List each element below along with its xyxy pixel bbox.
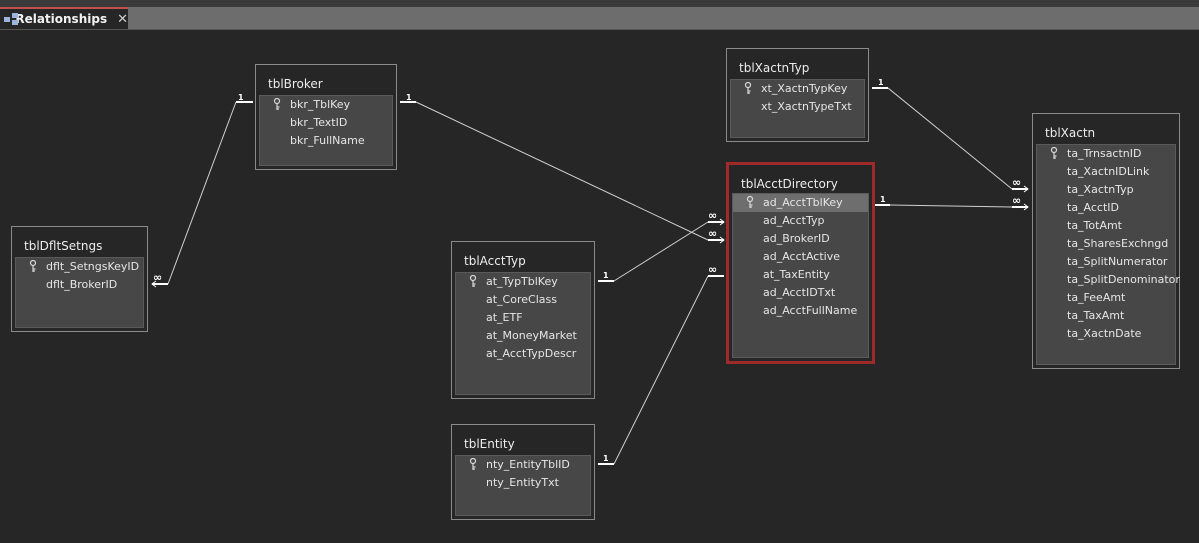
many-label: ∞	[708, 263, 717, 276]
many-label: ∞	[708, 209, 717, 222]
field-list[interactable]: bkr_TblKey bkr_TextID bkr_FullName	[259, 95, 393, 166]
many-label: ∞	[1012, 176, 1021, 189]
many-label: ∞	[153, 271, 162, 284]
one-label: 1	[603, 454, 609, 463]
one-label: 1	[878, 78, 884, 87]
field-primary-key[interactable]: xt_XactnTypKey	[731, 80, 864, 98]
field-item[interactable]: ta_SplitNumerator	[1067, 255, 1168, 268]
tab-relationships[interactable]: Relationships ✕	[0, 7, 128, 29]
relationships-icon	[4, 12, 18, 26]
field-primary-key[interactable]: dflt_SetngsKeyID	[16, 258, 143, 276]
field-item[interactable]: at_TaxEntity	[763, 268, 830, 281]
table-title: tblAcctTyp	[464, 254, 526, 268]
key-icon	[29, 260, 37, 272]
field-item[interactable]: ta_XactnDate	[1067, 327, 1142, 340]
field-item[interactable]: nty_EntityTxt	[486, 476, 559, 489]
field-item[interactable]: ta_SharesExchngd	[1067, 237, 1169, 250]
tab-bar: Relationships ✕	[0, 7, 1199, 30]
one-label: 1	[406, 93, 412, 102]
field-list[interactable]: nty_EntityTblID nty_EntityTxt	[455, 455, 591, 516]
key-icon	[1050, 147, 1058, 159]
field-item[interactable]: ta_TaxAmt	[1067, 309, 1125, 322]
field-item[interactable]: xt_XactnTypeTxt	[761, 100, 852, 113]
table-tblxactn[interactable]: tblXactn ta_TrnsactnID ta_XactnIDLink ta…	[1032, 113, 1180, 369]
field-item[interactable]: ta_FeeAmt	[1067, 291, 1126, 304]
field-item[interactable]: ta_XactnTyp	[1067, 183, 1134, 196]
table-tblacctdirectory[interactable]: tblAcctDirectory ad_AcctTblKey ad_AcctTy…	[726, 162, 875, 364]
field-item[interactable]: ta_SplitDenominator	[1067, 273, 1180, 286]
field-item[interactable]: at_CoreClass	[486, 293, 557, 306]
field-item[interactable]: ad_BrokerID	[763, 232, 830, 245]
field-item[interactable]: ad_AcctFullName	[763, 304, 858, 317]
rel-line-broker-dflt	[167, 101, 237, 285]
key-icon	[273, 98, 281, 110]
close-icon[interactable]: ✕	[117, 11, 128, 27]
one-label: 1	[880, 195, 886, 204]
field-primary-key[interactable]: ad_AcctTblKey	[733, 194, 868, 212]
table-title: tblEntity	[464, 437, 515, 451]
table-tblaccttyp[interactable]: tblAcctTyp at_TypTblKey at_CoreClass at_…	[451, 241, 595, 399]
key-icon	[469, 275, 477, 287]
field-item[interactable]: at_MoneyMarket	[486, 329, 577, 342]
field-primary-key[interactable]: ta_TrnsactnID	[1037, 145, 1175, 163]
table-tbldfltsetngs[interactable]: tblDfltSetngs dflt_SetngsKeyID dflt_Brok…	[11, 226, 148, 332]
field-list[interactable]: dflt_SetngsKeyID dflt_BrokerID	[15, 257, 144, 328]
field-list[interactable]: at_TypTblKey at_CoreClass at_ETF at_Mone…	[455, 272, 591, 395]
field-item[interactable]: ad_AcctTyp	[763, 214, 825, 227]
field-list[interactable]: xt_XactnTypKey xt_XactnTypeTxt	[730, 79, 865, 138]
field-list[interactable]: ta_TrnsactnID ta_XactnIDLink ta_XactnTyp…	[1036, 144, 1180, 365]
key-icon	[744, 82, 752, 94]
many-label: ∞	[1012, 194, 1021, 207]
rel-arrow	[151, 280, 157, 288]
field-item[interactable]: at_ETF	[486, 311, 523, 324]
field-item[interactable]: bkr_TextID	[290, 116, 348, 129]
field-item[interactable]: ad_AcctIDTxt	[763, 286, 836, 299]
key-icon	[469, 458, 477, 470]
table-title: tblXactnTyp	[739, 61, 810, 75]
field-item[interactable]: ta_TotAmt	[1067, 219, 1122, 232]
key-icon	[746, 196, 754, 208]
table-tblxactntyp[interactable]: tblXactnTyp xt_XactnTypKey xt_XactnTypeT…	[726, 48, 869, 142]
table-title: tblBroker	[268, 77, 323, 91]
one-label: 1	[238, 93, 244, 102]
field-item[interactable]: ad_AcctActive	[763, 250, 840, 263]
tab-label: Relationships	[15, 12, 108, 26]
field-item[interactable]: ta_AcctID	[1067, 201, 1120, 214]
top-strip	[0, 0, 1199, 7]
field-primary-key[interactable]: bkr_TblKey	[260, 96, 392, 114]
field-primary-key[interactable]: nty_EntityTblID	[456, 456, 590, 474]
table-title: tblAcctDirectory	[741, 177, 838, 191]
table-tblbroker[interactable]: tblBroker bkr_TblKey bkr_TextID bkr_Full…	[255, 64, 397, 170]
table-title: tblXactn	[1045, 126, 1096, 140]
one-label: 1	[603, 271, 609, 280]
field-item[interactable]: dflt_BrokerID	[46, 278, 118, 291]
field-item[interactable]: ta_XactnIDLink	[1067, 165, 1150, 178]
field-item[interactable]: at_AcctTypDescr	[486, 347, 577, 360]
table-tblentity[interactable]: tblEntity nty_EntityTblID nty_EntityTxt	[451, 424, 595, 520]
field-item[interactable]: bkr_FullName	[290, 134, 365, 147]
field-primary-key[interactable]: at_TypTblKey	[456, 273, 590, 291]
many-label: ∞	[708, 227, 717, 240]
table-title: tblDfltSetngs	[24, 239, 103, 253]
field-list[interactable]: ad_AcctTblKey ad_AcctTyp ad_BrokerID ad_…	[732, 193, 869, 358]
